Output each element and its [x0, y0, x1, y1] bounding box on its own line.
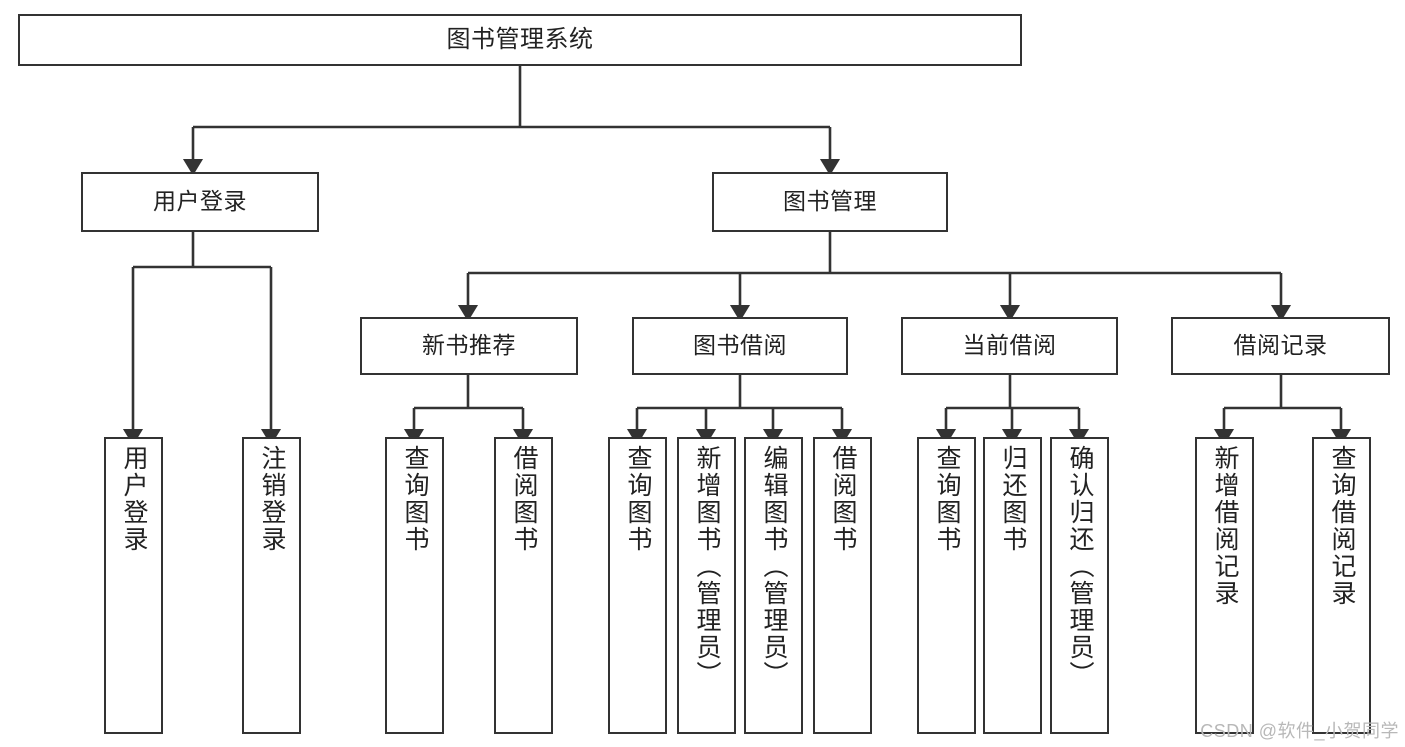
node-label: 归还图书 [999, 445, 1027, 553]
leaf-borrow-books-new[interactable]: 借阅图书 [494, 437, 553, 734]
leaf-add-borrow-record[interactable]: 新增借阅记录 [1195, 437, 1254, 734]
leaf-return-books[interactable]: 归还图书 [983, 437, 1042, 734]
node-label: 用户登录 [153, 188, 247, 215]
leaf-confirm-return-admin[interactable]: 确认归还（管理员） [1050, 437, 1109, 734]
node-label: 借阅图书 [510, 445, 538, 553]
node-root-book-management-system[interactable]: 图书管理系统 [18, 14, 1022, 66]
leaf-edit-book-admin[interactable]: 编辑图书（管理员） [744, 437, 803, 734]
node-label: 查询图书 [401, 445, 429, 553]
node-label: 编辑图书（管理员） [760, 445, 788, 688]
leaf-query-books-current[interactable]: 查询图书 [917, 437, 976, 734]
node-label: 图书管理 [783, 188, 877, 215]
node-label: 借阅图书 [829, 445, 857, 553]
leaf-query-books-borrow[interactable]: 查询图书 [608, 437, 667, 734]
node-label: 查询借阅记录 [1328, 445, 1356, 607]
node-label: 查询图书 [624, 445, 652, 553]
node-label: 确认归还（管理员） [1066, 445, 1094, 688]
leaf-borrow-books[interactable]: 借阅图书 [813, 437, 872, 734]
node-label: 查询图书 [933, 445, 961, 553]
node-label: 当前借阅 [962, 332, 1057, 359]
node-label: 用户登录 [120, 445, 148, 553]
leaf-query-books-new[interactable]: 查询图书 [385, 437, 444, 734]
node-book-borrowing[interactable]: 图书借阅 [632, 317, 848, 375]
node-user-login[interactable]: 用户登录 [81, 172, 319, 232]
node-label: 图书借阅 [693, 332, 787, 359]
leaf-add-book-admin[interactable]: 新增图书（管理员） [677, 437, 736, 734]
node-label: 新增借阅记录 [1211, 445, 1239, 607]
leaf-logout[interactable]: 注销登录 [242, 437, 301, 734]
node-new-book-recommendation[interactable]: 新书推荐 [360, 317, 578, 375]
node-label: 新书推荐 [422, 332, 516, 359]
node-current-borrowing[interactable]: 当前借阅 [901, 317, 1118, 375]
node-label: 注销登录 [258, 445, 286, 553]
leaf-user-login[interactable]: 用户登录 [104, 437, 163, 734]
leaf-query-borrow-record[interactable]: 查询借阅记录 [1312, 437, 1371, 734]
node-label: 新增图书（管理员） [693, 445, 721, 688]
node-book-management[interactable]: 图书管理 [712, 172, 948, 232]
node-label: 图书管理系统 [446, 25, 594, 53]
node-borrow-records[interactable]: 借阅记录 [1171, 317, 1390, 375]
watermark: CSDN @软件_小贺同学 [1200, 721, 1399, 741]
node-label: 借阅记录 [1233, 332, 1328, 359]
